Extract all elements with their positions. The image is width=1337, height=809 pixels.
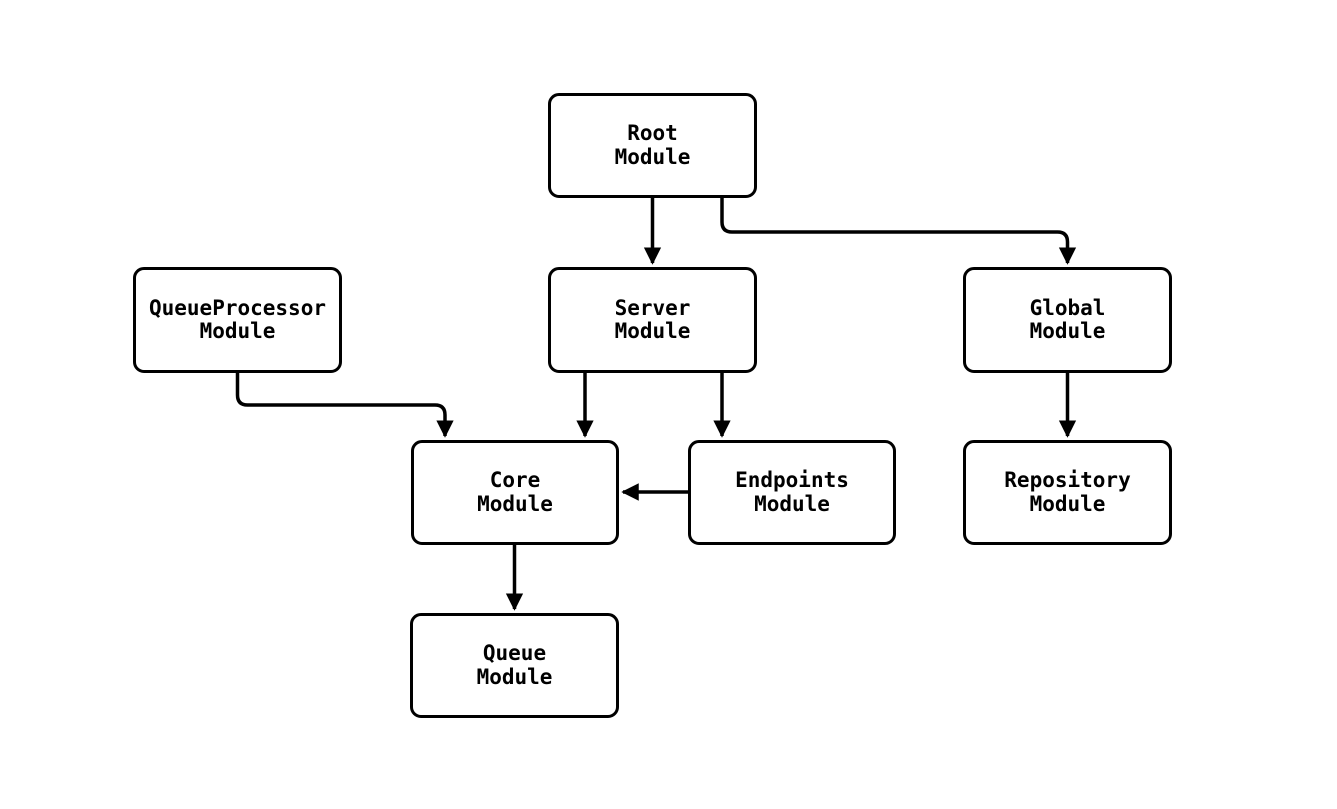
node-queueprocessor-module: QueueProcessor Module (133, 267, 342, 373)
node-server-module-label: Server Module (614, 295, 691, 343)
node-global-module-label: Global Module (1029, 295, 1106, 343)
node-repository-module-label: Repository Module (1004, 468, 1131, 516)
node-core-module-label: Core Module (477, 468, 553, 516)
node-global-module: Global Module (963, 267, 1172, 373)
node-root-module: Root Module (548, 93, 757, 198)
node-endpoints-module: Endpoints Module (688, 440, 896, 545)
node-core-module: Core Module (411, 440, 619, 545)
node-endpoints-module-label: Endpoints Module (735, 468, 849, 516)
node-repository-module: Repository Module (963, 440, 1172, 545)
node-server-module: Server Module (548, 267, 757, 373)
node-queueprocessor-module-label: QueueProcessor Module (148, 295, 326, 343)
node-queue-module-label: Queue Module (476, 641, 553, 689)
node-root-module-label: Root Module (614, 121, 691, 169)
node-queue-module: Queue Module (410, 613, 619, 718)
edge-root-to-global (720, 198, 1077, 265)
edge-queueprocessor-to-core (235, 373, 454, 438)
